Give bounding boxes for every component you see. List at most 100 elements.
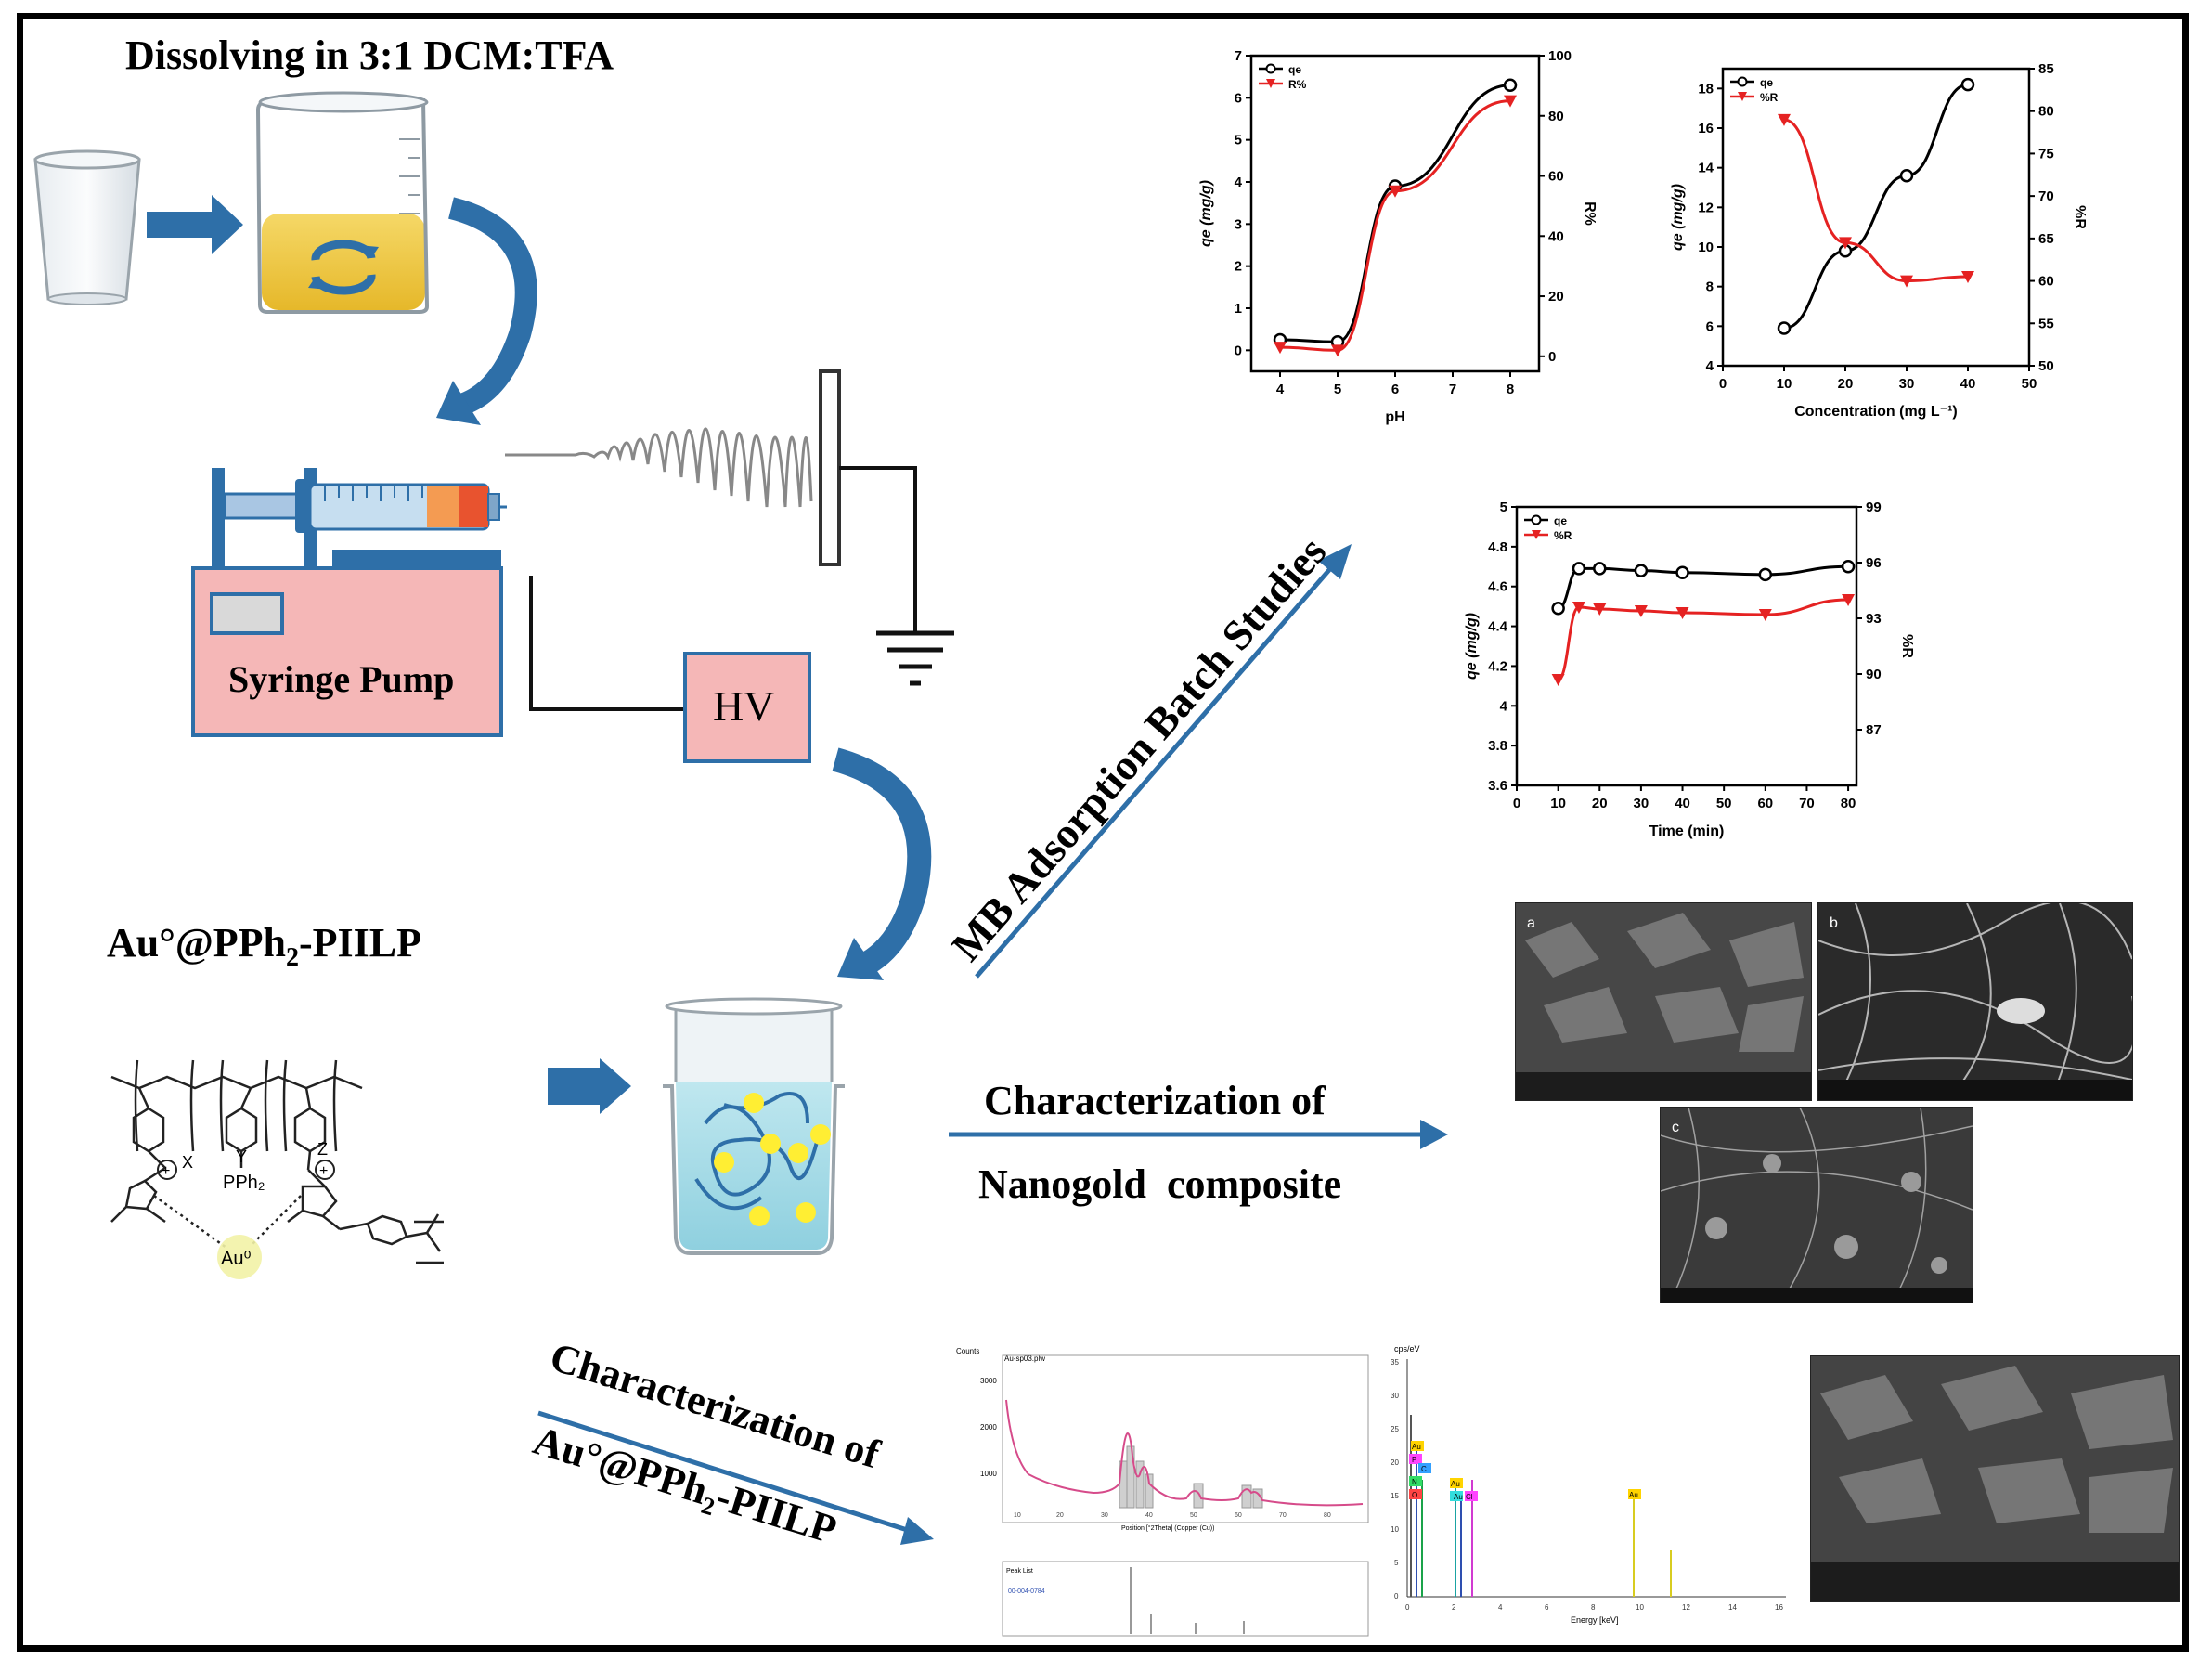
legend-label: %R (1760, 91, 1779, 104)
y-tick-label: 6 (1235, 90, 1242, 106)
sem-label-c: c (1672, 1120, 1679, 1135)
x-tick-label: 60 (1757, 796, 1773, 811)
legend-label: %R (1554, 529, 1572, 542)
struct-plus-1: + (162, 1163, 170, 1179)
y-tick-label: 14 (1698, 161, 1714, 176)
y-tick-label: 4.6 (1488, 579, 1507, 595)
nanogold-label-line1: Characterization of (984, 1078, 1326, 1123)
polymer-label-sub: 2 (286, 942, 299, 972)
eds-xtick-2: 4 (1498, 1603, 1503, 1612)
eds-ytick-3: 20 (1391, 1458, 1399, 1467)
eds-xtick-3: 6 (1545, 1603, 1549, 1612)
y-axis-label: qe (mg/g) (1670, 184, 1686, 251)
xrd-ytick-1: 3000 (980, 1377, 997, 1385)
beaker-yellow-icon (255, 91, 430, 314)
eds-peak-1: P (1412, 1456, 1416, 1464)
xrd-xtick-4: 50 (1190, 1512, 1197, 1519)
y-tick-label: 3.6 (1488, 778, 1507, 794)
eds-ytick-4: 15 (1391, 1492, 1399, 1500)
y2-tick-label: 50 (2038, 358, 2054, 374)
sem-image-b: b (1817, 902, 2133, 1101)
eds-peak-3: N (1412, 1478, 1417, 1486)
data-point (1675, 607, 1689, 619)
y-tick-label: 8 (1706, 279, 1714, 295)
x-tick-label: 40 (1675, 796, 1690, 811)
x-tick-label: 70 (1799, 796, 1815, 811)
struct-plus-2: + (319, 1163, 328, 1179)
sem-image-c: c (1660, 1107, 1973, 1303)
data-point (1777, 321, 1792, 335)
eds-peak-7: Cl (1466, 1493, 1473, 1501)
legend-label: R% (1288, 78, 1307, 91)
nanogold-label-line2: Nanogold composite (978, 1161, 1341, 1207)
beaker-blue-icon (548, 997, 845, 1255)
y-tick-label: 4.2 (1488, 658, 1507, 674)
y-axis-label: qe (mg/g) (1464, 613, 1480, 680)
y-tick-label: 4.8 (1488, 539, 1507, 555)
xrd-ref: 00-004-0784 (1008, 1588, 1045, 1595)
eds-peak-0: Au (1412, 1443, 1421, 1451)
polymer-label: Au°@PPh2-PIILP (107, 919, 421, 973)
data-point (1504, 95, 1517, 108)
eds-ytick-1: 30 (1391, 1392, 1399, 1400)
sem-image-a: a (1515, 902, 1812, 1101)
eds-ytick-5: 10 (1391, 1525, 1399, 1534)
polymer-label-main: Au°@PPh (107, 920, 286, 966)
y-tick-label: 7 (1235, 48, 1242, 64)
legend-marker (1265, 63, 1276, 74)
xrd-xtick-6: 70 (1279, 1512, 1287, 1519)
data-point (1274, 342, 1287, 355)
legend-label: qe (1288, 63, 1301, 76)
eds-xtick-1: 2 (1452, 1603, 1456, 1612)
legend-marker (1266, 79, 1275, 88)
legend-label: qe (1760, 76, 1773, 89)
series-line-0 (1279, 84, 1511, 343)
x-tick-label: 0 (1513, 796, 1520, 811)
data-point (1389, 185, 1402, 198)
y2-tick-label: 20 (1548, 289, 1564, 305)
data-point (1572, 602, 1585, 614)
data-point (1842, 594, 1856, 606)
eds-xtick-8: 16 (1775, 1603, 1783, 1612)
process-diagram (33, 91, 954, 980)
xrd-xlabel: Position [°2Theta] (Copper (Cu)) (1121, 1524, 1214, 1532)
figure-frame (17, 13, 2189, 1652)
data-point (1593, 562, 1607, 576)
y2-tick-label: 70 (2038, 188, 2054, 204)
eds-xtick-4: 8 (1591, 1603, 1596, 1612)
struct-z: Z (317, 1140, 328, 1159)
eds-peak-6: Au (1454, 1493, 1463, 1501)
xrd-xtick-5: 60 (1235, 1512, 1242, 1519)
arrow-to-beaker (147, 195, 243, 254)
data-point (1593, 603, 1607, 616)
y-axis-label: qe (mg/g) (1198, 180, 1214, 247)
syringe-pump-icon (191, 468, 507, 737)
electrospinning-jet (505, 427, 813, 508)
data-point (1900, 275, 1913, 288)
y-tick-label: 4 (1500, 698, 1508, 714)
x-tick-label: 5 (1334, 382, 1341, 397)
x-tick-label: 20 (1838, 376, 1854, 392)
series-line-1 (1783, 118, 1969, 283)
eds-ylabel: cps/eV (1394, 1344, 1420, 1354)
polymer-label-tail: -PIILP (299, 920, 421, 966)
y2-tick-label: 60 (1548, 169, 1564, 185)
page-title: Dissolving in 3:1 DCM:TFA (125, 32, 614, 78)
xrd-ytick-2: 2000 (980, 1423, 997, 1432)
y2-tick-label: 60 (2038, 274, 2054, 290)
legend-marker (1531, 514, 1542, 525)
eds-xtick-0: 0 (1405, 1603, 1410, 1612)
series-line-1 (1557, 598, 1849, 681)
sem-image-d (1810, 1355, 2180, 1602)
eds-ytick-0: 35 (1391, 1358, 1399, 1367)
y-tick-label: 16 (1698, 121, 1714, 136)
data-point (1675, 565, 1689, 579)
arrow-polymer-characterization (537, 1410, 934, 1545)
data-point (1551, 602, 1565, 616)
y2-tick-label: 96 (1866, 555, 1882, 571)
x-tick-label: 10 (1550, 796, 1566, 811)
struct-y: Y (236, 1147, 247, 1166)
eds-peak-5: Au (1451, 1480, 1460, 1488)
